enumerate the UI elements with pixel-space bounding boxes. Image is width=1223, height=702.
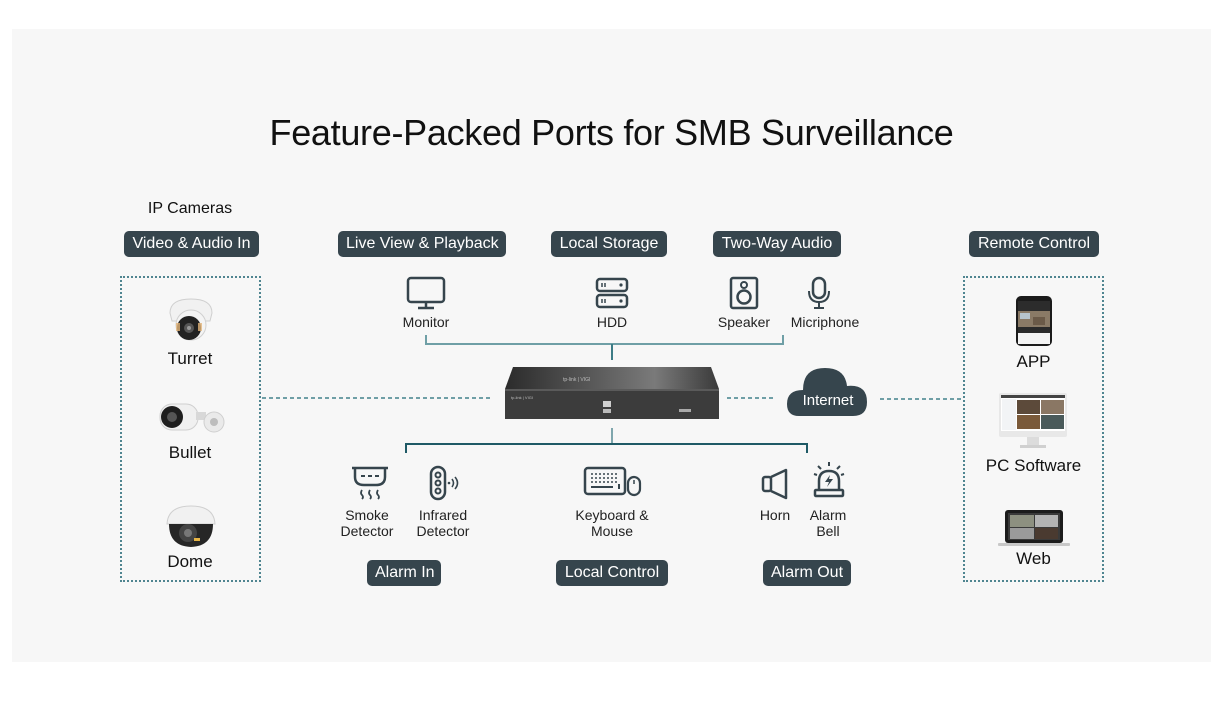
pc-software-image bbox=[999, 393, 1067, 448]
infrared-label-line2: Detector bbox=[416, 523, 470, 539]
bullet-camera-image bbox=[159, 403, 225, 433]
video-audio-in-pill: Video & Audio In bbox=[124, 231, 259, 257]
remote-control-pill: Remote Control bbox=[969, 231, 1099, 257]
infrared-label-line1: Infrared bbox=[418, 507, 468, 523]
keyboard-label-line1: Keyboard & bbox=[575, 507, 649, 523]
local-storage-pill: Local Storage bbox=[551, 231, 667, 257]
speaker-icon bbox=[729, 276, 759, 310]
horn-icon bbox=[761, 468, 788, 500]
dome-label: Dome bbox=[167, 552, 213, 571]
turret-label: Turret bbox=[167, 349, 213, 368]
monitor-label: Monitor bbox=[402, 314, 450, 330]
smoke-label-line1: Smoke bbox=[345, 507, 389, 523]
ip-cameras-heading: IP Cameras bbox=[147, 200, 233, 217]
hdd-icon bbox=[595, 277, 629, 309]
web-label: Web bbox=[1016, 549, 1051, 568]
alarm-bell-icon bbox=[813, 462, 845, 498]
keyboard-mouse-icon bbox=[583, 466, 642, 497]
bullet-label: Bullet bbox=[168, 443, 212, 462]
local-control-pill: Local Control bbox=[556, 560, 668, 586]
alarm-label-line2: Bell bbox=[816, 523, 840, 539]
keyboard-label-line2: Mouse bbox=[590, 523, 634, 539]
laptop-web-image bbox=[998, 510, 1070, 546]
microphone-label: Micriphone bbox=[790, 314, 860, 330]
svg-text:tp-link | VIGI: tp-link | VIGI bbox=[563, 377, 590, 383]
smoke-detector-icon bbox=[352, 466, 388, 500]
remote-control-box bbox=[963, 276, 1104, 582]
smoke-label-line2: Detector bbox=[340, 523, 394, 539]
speaker-label: Speaker bbox=[717, 314, 771, 330]
top-bracket bbox=[425, 335, 784, 345]
svg-text:tp-link | VIGI: tp-link | VIGI bbox=[511, 395, 533, 400]
infrared-detector-icon bbox=[429, 465, 459, 501]
ip-cameras-box bbox=[120, 276, 261, 582]
hdd-label: HDD bbox=[596, 314, 628, 330]
microphone-icon bbox=[808, 276, 830, 309]
page-title: Feature-Packed Ports for SMB Surveillanc… bbox=[269, 112, 954, 153]
app-label: APP bbox=[1016, 352, 1051, 371]
dome-camera-image bbox=[166, 505, 216, 547]
horn-label: Horn bbox=[759, 507, 791, 523]
alarm-in-pill: Alarm In bbox=[367, 560, 441, 586]
internet-cloud-icon bbox=[787, 368, 867, 416]
keyboard-mouse-label: Keyboard &Mouse bbox=[567, 507, 657, 539]
internet-label: Internet bbox=[802, 392, 854, 409]
two-way-audio-pill: Two-Way Audio bbox=[713, 231, 841, 257]
alarm-label-line1: Alarm bbox=[809, 507, 847, 523]
live-view-playback-pill: Live View & Playback bbox=[338, 231, 506, 257]
turret-camera-image bbox=[169, 298, 213, 341]
pc-software-label: PC Software bbox=[985, 456, 1082, 475]
nvr-device-image: tp-link | VIGI tp-link | VIGI bbox=[505, 367, 719, 419]
alarm-out-pill: Alarm Out bbox=[763, 560, 851, 586]
monitor-icon bbox=[406, 276, 446, 310]
bottom-bracket bbox=[405, 443, 808, 453]
phone-app-image bbox=[1016, 296, 1052, 346]
